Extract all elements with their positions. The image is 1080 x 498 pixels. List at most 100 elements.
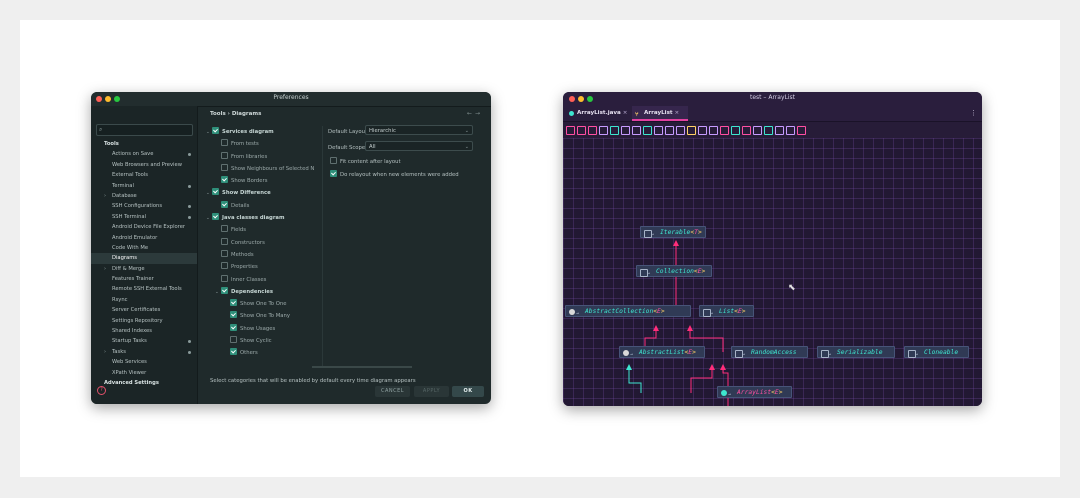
category-checkbox[interactable]: Inner Classes	[206, 274, 318, 286]
category-checkbox[interactable]: From libraries	[206, 151, 318, 163]
class-node-randomaccess[interactable]: ⊸RandomAccess	[731, 346, 808, 358]
class-node-serializable[interactable]: ⊸Serializable	[817, 346, 895, 358]
settings-icon[interactable]	[797, 126, 806, 135]
chevron-down-icon[interactable]: ⌄	[206, 216, 210, 222]
category-checkbox[interactable]: From tests	[206, 138, 318, 150]
circle-icon[interactable]	[610, 126, 619, 135]
layout-icon[interactable]	[632, 126, 641, 135]
back-arrow-icon[interactable]: ←	[466, 110, 475, 117]
category-checkbox[interactable]: Show One To One	[206, 298, 318, 310]
chevron-down-icon[interactable]: ⌄	[206, 130, 210, 135]
class-node-iterable[interactable]: ⊸Iterable<T>	[640, 226, 706, 238]
category-checkbox[interactable]: ⌄Show Difference	[206, 187, 318, 199]
help-icon[interactable]: ?	[97, 386, 106, 395]
tab-arraylist-java[interactable]: ArrayList.java ×	[567, 106, 627, 121]
sidebar-item[interactable]: External Tools	[91, 170, 197, 180]
sidebar-item[interactable]: Web Browsers and Preview	[91, 160, 197, 170]
sidebar-item[interactable]: ›Diff & Merge	[91, 264, 197, 274]
category-checkbox[interactable]: Show Usages	[206, 323, 318, 335]
close-tab-icon[interactable]: ×	[622, 110, 628, 116]
diagram-canvas[interactable]: ⊸Iterable<T> ⊸Collection<E> ⊸AbstractColle…	[563, 138, 982, 406]
default-scope-select[interactable]: All ⌄	[365, 141, 473, 151]
maximize-window-button[interactable]	[587, 96, 593, 102]
horizontal-scrollbar[interactable]	[312, 366, 412, 368]
class-node-collection[interactable]: ⊸Collection<E>	[636, 265, 712, 277]
minimize-window-button[interactable]	[578, 96, 584, 102]
sidebar-item[interactable]: Features Trainer	[91, 274, 197, 284]
category-checkbox[interactable]: Details	[206, 200, 318, 212]
close-window-button[interactable]	[96, 96, 102, 102]
category-checkbox[interactable]: Show Cyclic	[206, 335, 318, 347]
class-node-cloneable[interactable]: ⊸Cloneable	[904, 346, 969, 358]
export-icon[interactable]	[709, 126, 718, 135]
settings-search-input[interactable]: ⌕	[96, 124, 193, 136]
sidebar-item[interactable]: XPath Viewer	[91, 368, 197, 378]
tab-arraylist-diagram[interactable]: ⑂ ArrayList ×	[632, 106, 688, 121]
class-node-abstractcollection[interactable]: ⊸AbstractCollection<E>	[565, 305, 691, 317]
sidebar-item[interactable]: Remote SSH External Tools	[91, 284, 197, 294]
category-checkbox[interactable]: Show Borders	[206, 175, 318, 187]
category-checkbox[interactable]: Show Neighbours of Selected N	[206, 163, 318, 175]
more-icon[interactable]	[775, 126, 784, 135]
sidebar-item[interactable]: Actions on Save	[91, 149, 197, 159]
chevron-right-icon[interactable]: ›	[104, 265, 106, 272]
image-icon[interactable]	[687, 126, 696, 135]
link-icon[interactable]	[621, 126, 630, 135]
default-layout-select[interactable]: Hierarchic ⌄	[365, 125, 473, 135]
select-icon[interactable]	[566, 126, 575, 135]
help-icon[interactable]	[786, 126, 795, 135]
close-window-button[interactable]	[569, 96, 575, 102]
cancel-button[interactable]: CANCEL	[375, 386, 410, 397]
sidebar-item[interactable]: Terminal	[91, 181, 197, 191]
category-checkbox[interactable]: Others	[206, 347, 318, 359]
sidebar-item[interactable]: ›Tasks	[91, 347, 197, 357]
category-checkbox[interactable]: Constructors	[206, 237, 318, 249]
category-checkbox[interactable]: Show One To Many	[206, 310, 318, 322]
chevron-right-icon[interactable]: ›	[104, 348, 106, 355]
close-tab-icon[interactable]: ×	[674, 110, 680, 116]
sidebar-item[interactable]: Diagrams	[91, 253, 197, 264]
class-node-arraylist[interactable]: ⊸ArrayList<E>	[717, 386, 792, 398]
sidebar-item[interactable]: Startup Tasks	[91, 336, 197, 346]
class-node-list[interactable]: ⊸List<E>	[699, 305, 754, 317]
category-checkbox[interactable]: Properties	[206, 261, 318, 273]
sidebar-item[interactable]: Shared Indexes	[91, 326, 197, 336]
category-checkbox[interactable]: ⌄Dependencies	[206, 286, 318, 298]
sidebar-item[interactable]: Tools	[91, 139, 197, 149]
search-icon[interactable]	[676, 126, 685, 135]
forward-arrow-icon[interactable]: →	[474, 110, 483, 117]
class-node-abstractlist[interactable]: ⊸AbstractList<E>	[619, 346, 705, 358]
chevron-down-icon[interactable]: ⌄	[206, 191, 210, 197]
sidebar-item[interactable]: SSH Terminal	[91, 212, 197, 222]
fit-icon[interactable]	[577, 126, 586, 135]
category-checkbox[interactable]: ⌄Java classes diagram	[206, 212, 318, 224]
paste-icon[interactable]	[720, 126, 729, 135]
relayout-checkbox[interactable]: Do relayout when new elements were added	[330, 170, 459, 178]
sidebar-item[interactable]: Web Services	[91, 357, 197, 367]
sidebar-item[interactable]: Rsync	[91, 295, 197, 305]
list-icon[interactable]	[599, 126, 608, 135]
sidebar-item[interactable]: SSH Configurations	[91, 201, 197, 211]
sidebar-item[interactable]: ›Database	[91, 191, 197, 201]
zoom-icon[interactable]	[588, 126, 597, 135]
sidebar-item[interactable]: Advanced Settings	[91, 378, 197, 388]
maximize-window-button[interactable]	[114, 96, 120, 102]
category-checkbox[interactable]: ⌄Services diagram	[206, 126, 318, 138]
category-checkbox[interactable]: Fields	[206, 224, 318, 236]
route-icon[interactable]	[665, 126, 674, 135]
apply-button[interactable]: APPLY	[414, 386, 449, 397]
sidebar-item[interactable]: Android Emulator	[91, 233, 197, 243]
save-icon[interactable]	[731, 126, 740, 135]
chevron-right-icon[interactable]: ›	[104, 192, 106, 199]
fit-content-checkbox[interactable]: Fit content after layout	[330, 157, 401, 165]
eye-icon[interactable]	[643, 126, 652, 135]
copy-icon[interactable]	[698, 126, 707, 135]
more-options-icon[interactable]: ⋮	[970, 109, 977, 117]
sidebar-item[interactable]: Android Device File Explorer	[91, 222, 197, 232]
chevron-down-icon[interactable]: ⌄	[215, 289, 219, 295]
category-checkbox[interactable]: Methods	[206, 249, 318, 261]
navigation-arrows[interactable]: ←→	[467, 110, 483, 117]
copy-icon[interactable]	[742, 126, 751, 135]
sidebar-item[interactable]: Settings Repository	[91, 316, 197, 326]
refresh-icon[interactable]	[764, 126, 773, 135]
